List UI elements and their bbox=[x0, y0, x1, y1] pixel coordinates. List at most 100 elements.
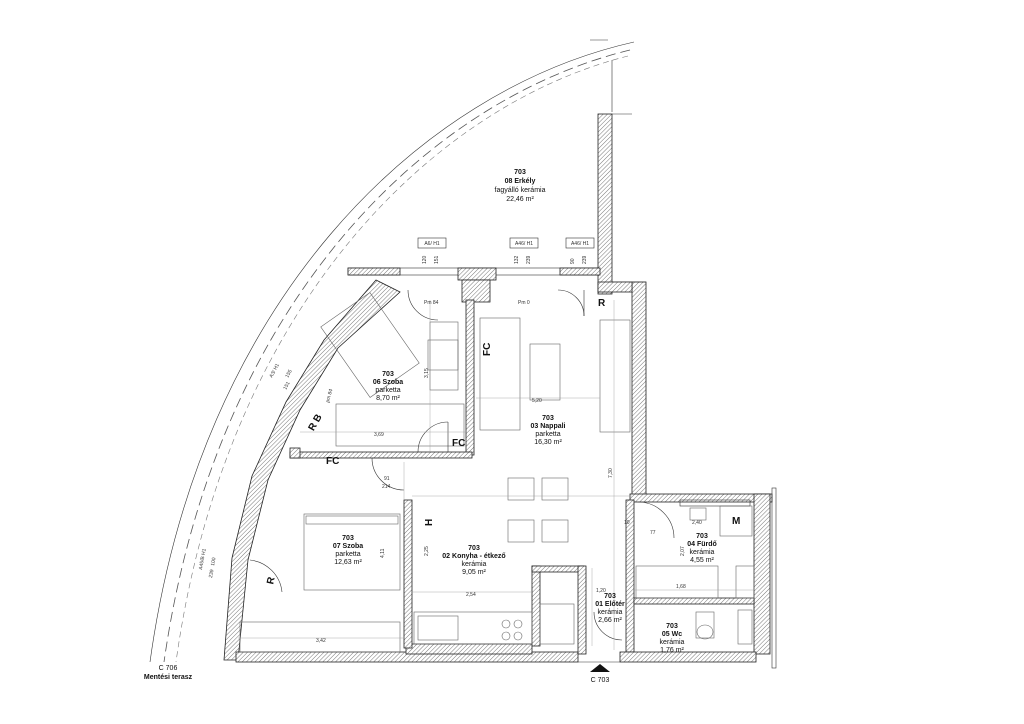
svg-text:parketta: parketta bbox=[535, 431, 560, 438]
svg-text:07 Szoba: 07 Szoba bbox=[333, 543, 363, 550]
window-tag-w5: A45/B H1 100 239 bbox=[198, 548, 217, 578]
svg-text:A6/ H1: A6/ H1 bbox=[424, 241, 440, 247]
room-label-furdo: 703 04 Fürdő kerámia 4,55 m² bbox=[687, 533, 717, 564]
svg-text:05 Wc: 05 Wc bbox=[662, 631, 682, 638]
svg-text:08 Erkély: 08 Erkély bbox=[505, 178, 536, 185]
svg-text:A46/ H1: A46/ H1 bbox=[515, 241, 533, 247]
svg-text:703: 703 bbox=[696, 533, 708, 540]
svg-text:R B: R B bbox=[307, 413, 325, 433]
balcony-wall bbox=[597, 113, 632, 295]
svg-text:90: 90 bbox=[570, 258, 576, 264]
svg-text:pm 84: pm 84 bbox=[325, 388, 334, 403]
svg-text:2,07: 2,07 bbox=[680, 546, 686, 556]
svg-text:A46/ H1: A46/ H1 bbox=[571, 241, 589, 247]
door-swings bbox=[249, 289, 675, 641]
svg-text:1,68: 1,68 bbox=[676, 584, 686, 590]
svg-text:01 Előtér: 01 Előtér bbox=[595, 601, 625, 608]
svg-text:C 706: C 706 bbox=[159, 665, 178, 672]
svg-text:214: 214 bbox=[382, 484, 391, 490]
svg-text:4,55 m²: 4,55 m² bbox=[690, 557, 714, 564]
svg-text:4,11: 4,11 bbox=[380, 548, 386, 558]
svg-text:R: R bbox=[598, 298, 606, 309]
svg-text:703: 703 bbox=[342, 535, 354, 542]
dimension-text: 3,15 3,69 5,20 7,30 2,54 3,42 4,11 2,25 … bbox=[316, 368, 702, 644]
svg-text:kerámia: kerámia bbox=[462, 561, 487, 568]
svg-text:04 Fürdő: 04 Fürdő bbox=[687, 541, 717, 548]
svg-text:kerámia: kerámia bbox=[660, 639, 685, 646]
svg-text:03 Nappali: 03 Nappali bbox=[530, 423, 565, 430]
svg-text:Mentési terasz: Mentési terasz bbox=[144, 674, 193, 681]
svg-text:132: 132 bbox=[514, 255, 520, 264]
svg-text:2,40: 2,40 bbox=[692, 520, 702, 526]
room-label-szoba6: 703 06 Szoba parketta 8,70 m² bbox=[373, 371, 403, 402]
window-tag-w2: A46/ H1 132 239 bbox=[509, 237, 539, 264]
svg-text:3,42: 3,42 bbox=[316, 638, 326, 644]
svg-text:12,63 m²: 12,63 m² bbox=[334, 559, 362, 566]
svg-text:FC: FC bbox=[452, 438, 465, 449]
room-label-erkely: 703 08 Erkély fagyálló kerámia 22,46 m² bbox=[495, 169, 546, 203]
svg-text:703: 703 bbox=[542, 415, 554, 422]
svg-text:A3/ H1: A3/ H1 bbox=[268, 362, 281, 379]
svg-text:Pm 84: Pm 84 bbox=[424, 300, 439, 306]
svg-text:10: 10 bbox=[624, 520, 630, 526]
svg-text:parketta: parketta bbox=[375, 387, 400, 394]
svg-text:239: 239 bbox=[526, 255, 532, 264]
window-tag-w3: A46/ H1 90 239 bbox=[565, 237, 595, 264]
svg-text:9,05 m²: 9,05 m² bbox=[462, 569, 486, 576]
svg-text:02 Konyha - étkező: 02 Konyha - étkező bbox=[442, 553, 505, 560]
svg-text:kerámia: kerámia bbox=[598, 609, 623, 616]
svg-text:2,66 m²: 2,66 m² bbox=[598, 617, 622, 624]
svg-text:703: 703 bbox=[514, 169, 526, 176]
svg-text:M: M bbox=[732, 516, 740, 527]
svg-text:151: 151 bbox=[434, 255, 440, 264]
svg-text:fagyálló kerámia: fagyálló kerámia bbox=[495, 187, 546, 194]
svg-text:5,20: 5,20 bbox=[532, 398, 542, 404]
furniture bbox=[239, 292, 631, 653]
svg-text:3,69: 3,69 bbox=[374, 432, 384, 438]
svg-text:Pm 0: Pm 0 bbox=[518, 300, 530, 306]
svg-text:06 Szoba: 06 Szoba bbox=[373, 379, 403, 386]
svg-text:1,76 m²: 1,76 m² bbox=[660, 647, 684, 654]
svg-text:77: 77 bbox=[650, 530, 656, 536]
room-label-nappali: 703 03 Nappali parketta 16,30 m² bbox=[530, 415, 565, 446]
bathroom-block bbox=[625, 487, 777, 669]
svg-text:703: 703 bbox=[382, 371, 394, 378]
svg-text:FC: FC bbox=[482, 343, 493, 356]
svg-text:3,15: 3,15 bbox=[424, 368, 430, 378]
level-labels: Pm 84 Pm 0 pm 84 bbox=[325, 300, 530, 403]
entrance-marker bbox=[590, 664, 610, 672]
svg-text:A45/B H1: A45/B H1 bbox=[198, 548, 208, 570]
svg-text:kerámia: kerámia bbox=[690, 549, 715, 556]
svg-text:120: 120 bbox=[422, 255, 428, 264]
svg-text:239: 239 bbox=[208, 569, 215, 578]
svg-text:7,30: 7,30 bbox=[608, 468, 614, 478]
room-label-szoba7: 703 07 Szoba parketta 12,63 m² bbox=[333, 535, 363, 566]
svg-text:R: R bbox=[265, 575, 277, 585]
window-tag-w1: A6/ H1 120 151 bbox=[417, 237, 447, 264]
svg-text:100: 100 bbox=[210, 557, 217, 566]
svg-text:703: 703 bbox=[604, 593, 616, 600]
svg-text:parketta: parketta bbox=[335, 551, 360, 558]
svg-text:91: 91 bbox=[384, 476, 390, 482]
svg-text:239: 239 bbox=[582, 255, 588, 264]
svg-text:22,46 m²: 22,46 m² bbox=[506, 196, 534, 203]
room-label-eloter: 703 01 Előtér kerámia 2,66 m² bbox=[595, 593, 625, 624]
room-label-konyha: 703 02 Konyha - étkező kerámia 9,05 m² bbox=[442, 545, 505, 576]
svg-text:1,20: 1,20 bbox=[596, 588, 606, 594]
room-label-wc: 703 05 Wc kerámia 1,76 m² bbox=[660, 623, 685, 654]
svg-text:151: 151 bbox=[282, 381, 291, 391]
svg-text:8,70 m²: 8,70 m² bbox=[376, 395, 400, 402]
svg-text:703: 703 bbox=[468, 545, 480, 552]
right-wall bbox=[597, 281, 647, 498]
svg-text:2,25: 2,25 bbox=[424, 546, 430, 556]
top-facade bbox=[347, 267, 601, 303]
curved-wall bbox=[223, 279, 401, 661]
terrace-label: C 706 Mentési terasz bbox=[144, 665, 193, 681]
svg-text:C 703: C 703 bbox=[591, 677, 610, 684]
window-tag-w4: A3/ H1 155 151 bbox=[268, 362, 293, 391]
svg-text:H: H bbox=[424, 519, 435, 526]
dimension-lines bbox=[238, 300, 754, 650]
balcony-outline bbox=[149, 39, 635, 663]
svg-text:703: 703 bbox=[666, 623, 678, 630]
